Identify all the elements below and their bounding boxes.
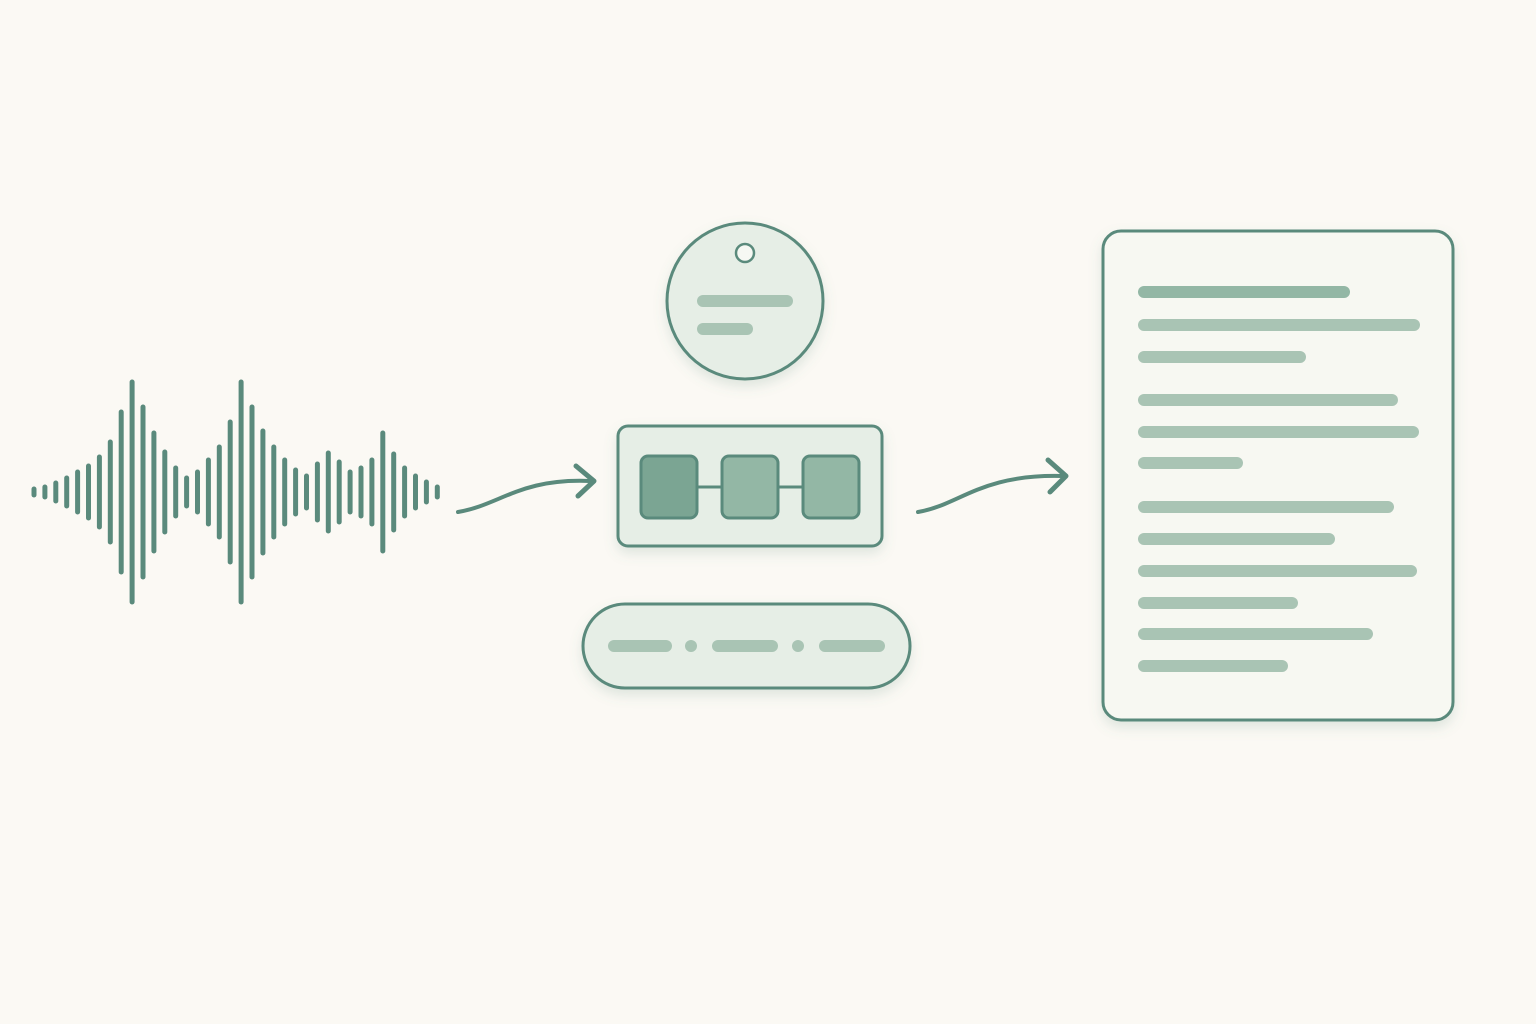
audio-waveform-icon: [31, 379, 440, 605]
document-text-line: [1138, 426, 1419, 438]
document-text-line: [1138, 660, 1288, 672]
chain-block: [720, 454, 780, 520]
document-text-line: [1138, 565, 1417, 577]
arrow-right-icon: [456, 463, 597, 514]
dash-timeline-icon: [581, 602, 912, 690]
document-text-line: [1138, 533, 1335, 545]
linked-blocks-icon: [616, 424, 884, 548]
document-lines-icon: [1101, 229, 1455, 722]
document-text-line: [1138, 501, 1394, 513]
chain-block: [801, 454, 861, 520]
document-text-line: [1138, 351, 1306, 363]
document-text-line: [1138, 628, 1373, 640]
info-badge-icon: [665, 221, 825, 381]
document-text-line: [1138, 597, 1298, 609]
document-text-line: [1138, 286, 1350, 298]
arrow-right-icon: [916, 457, 1069, 514]
document-text-line: [1138, 457, 1243, 469]
document-text-line: [1138, 394, 1398, 406]
chain-block: [639, 454, 699, 520]
document-text-line: [1138, 319, 1420, 331]
